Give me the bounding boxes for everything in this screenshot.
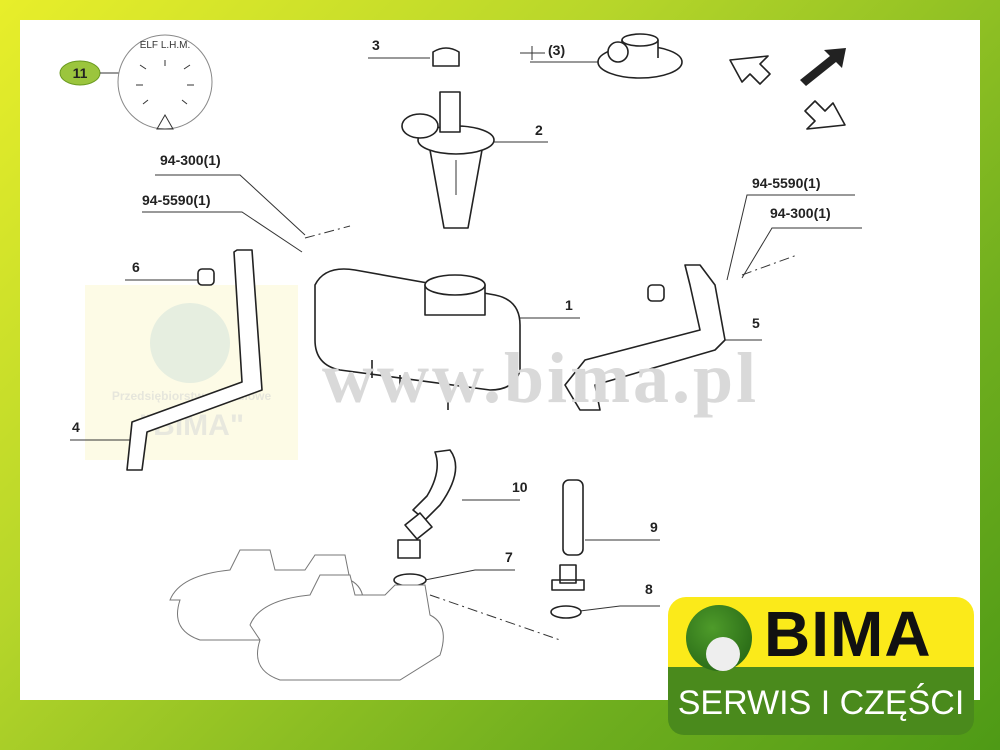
- callout-8: 8: [645, 581, 653, 597]
- callout-3b: (3): [548, 42, 565, 58]
- part-9-hose: [562, 479, 584, 556]
- part-7-seal: [393, 573, 427, 587]
- callout-4: 4: [72, 419, 80, 435]
- svg-text:11: 11: [73, 65, 88, 81]
- part-1-reservoir-tank: [314, 268, 521, 410]
- part-elbow-fitting: [397, 512, 433, 559]
- part-4-bracket: [126, 249, 263, 471]
- part-8-seal: [550, 605, 582, 619]
- part-3-cap: [432, 47, 460, 67]
- svg-text:ELF L.H.M.: ELF L.H.M.: [140, 40, 191, 51]
- watermark-ball-icon: [150, 303, 230, 383]
- callout-11: 11: [59, 60, 120, 86]
- callout-3: 3: [372, 37, 380, 53]
- part-straight-fitting: [551, 564, 585, 591]
- part-5-bracket: [564, 264, 726, 411]
- part-3-cap-alt: [597, 33, 683, 79]
- watermark-url: www.bima.pl: [322, 338, 759, 418]
- left-ref-94-300: 94-300(1): [160, 152, 221, 168]
- logo-tagline: SERWIS I CZĘŚCI: [677, 684, 965, 722]
- right-ref-94-300: 94-300(1): [770, 205, 831, 221]
- callout-2: 2: [535, 122, 543, 138]
- part-2-level-sensor: [401, 91, 495, 229]
- part-6-bushing: [197, 268, 215, 286]
- part-6-bushing-right: [647, 284, 665, 302]
- part-10-hose: [412, 449, 457, 521]
- orientation-arrows-icon: [729, 48, 846, 130]
- level-dial-icon: ELF L.H.M.: [117, 34, 213, 130]
- brake-master-cylinder-ghost: [169, 549, 444, 681]
- logo-ball-icon: [686, 605, 752, 671]
- callout-5: 5: [752, 315, 760, 331]
- callout-7: 7: [505, 549, 513, 565]
- callout-6: 6: [132, 259, 140, 275]
- right-ref-94-5590: 94-5590(1): [752, 175, 821, 191]
- left-ref-94-5590: 94-5590(1): [142, 192, 211, 208]
- bima-logo: BIMA SERWIS I CZĘŚCI: [668, 597, 974, 737]
- logo-brand: BIMA: [764, 598, 932, 670]
- callout-9: 9: [650, 519, 658, 535]
- callout-10: 10: [512, 479, 528, 495]
- callout-1: 1: [565, 297, 573, 313]
